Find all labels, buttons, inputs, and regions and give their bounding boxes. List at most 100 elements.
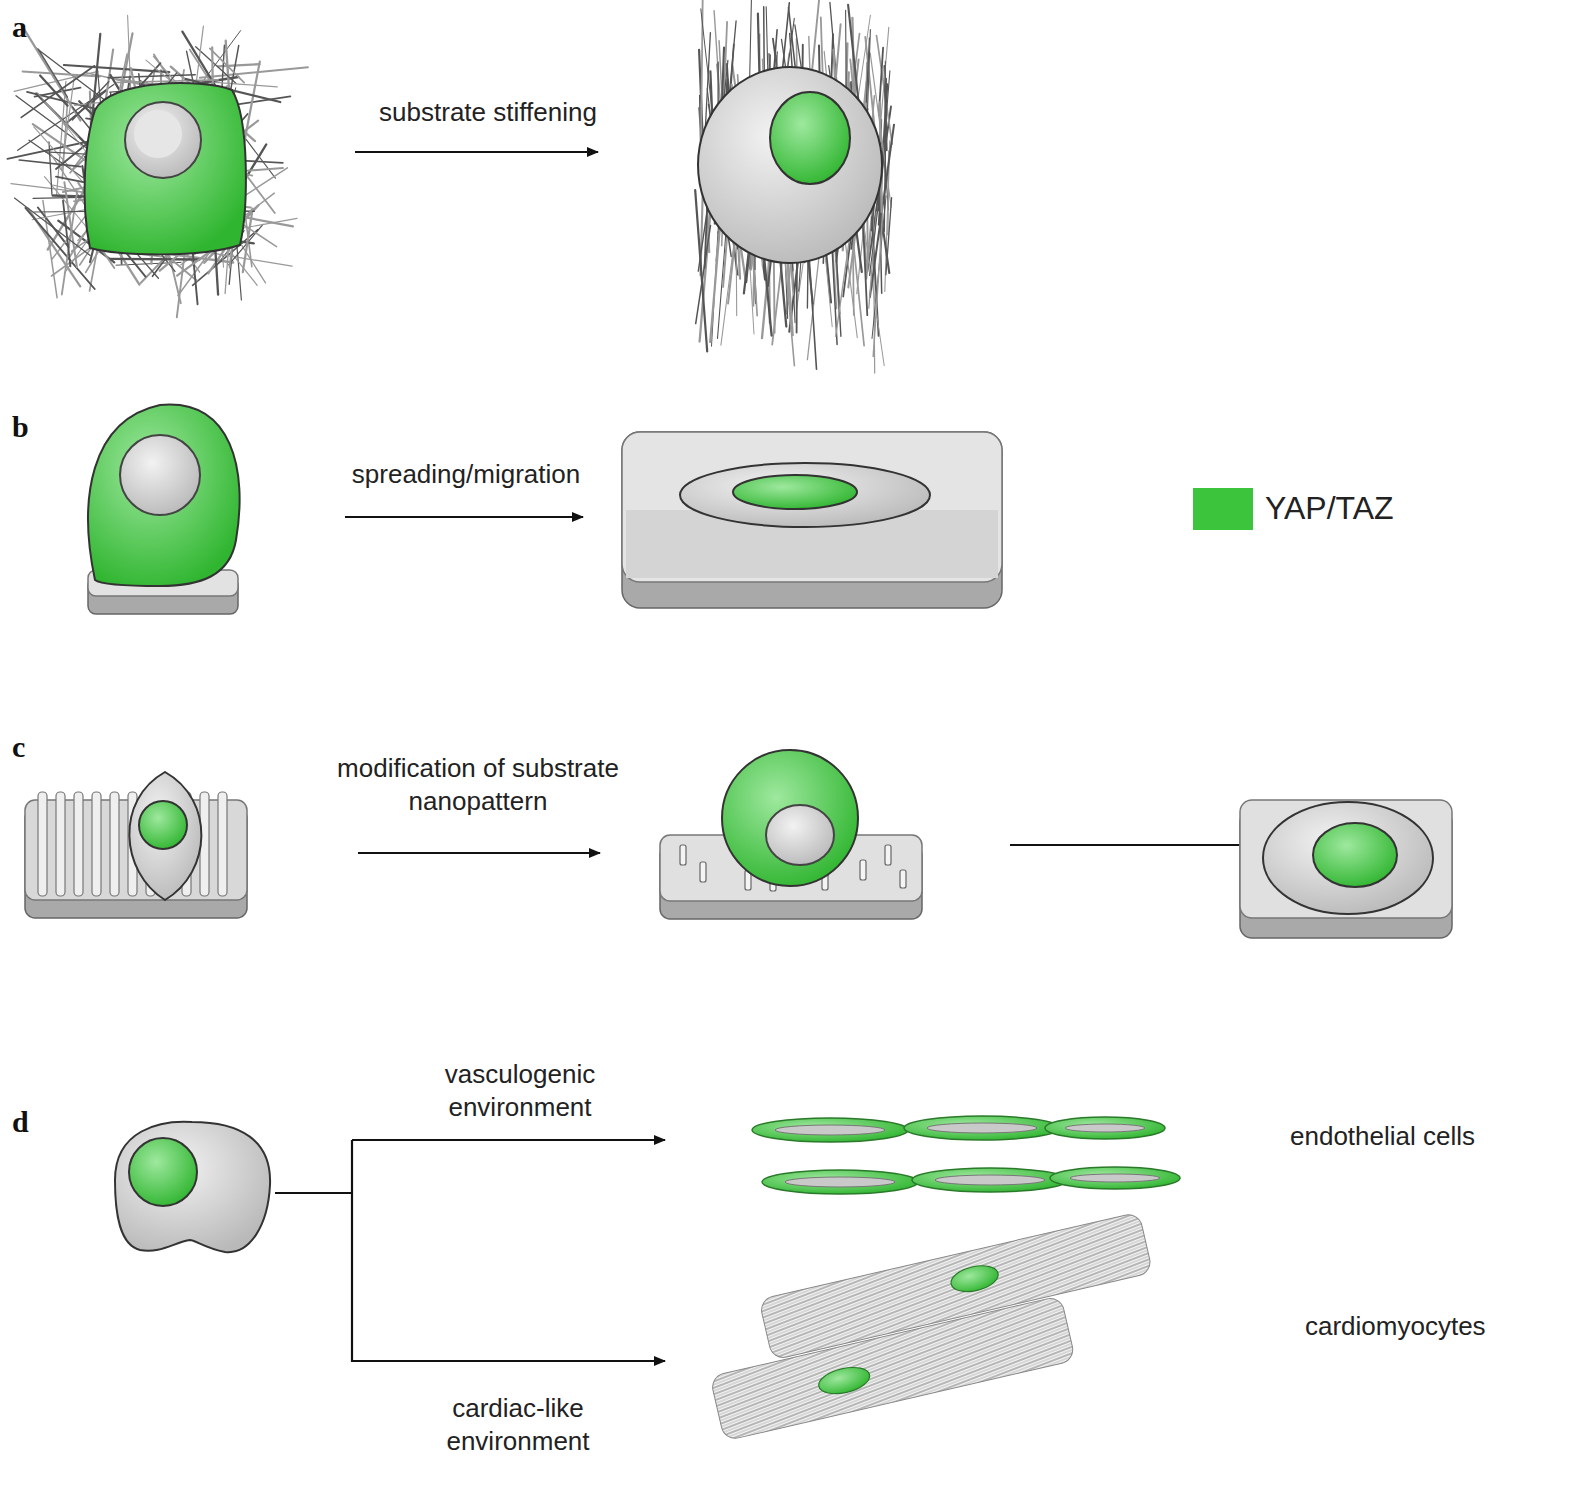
arrow-label: modification of substrate nanopattern <box>328 752 628 817</box>
illustration-part <box>40 76 68 106</box>
illustration-part <box>927 1123 1037 1133</box>
illustration-part <box>1070 1174 1160 1182</box>
illustration-part <box>752 1118 908 1142</box>
illustration-part <box>1050 1167 1180 1189</box>
illustration-part <box>22 26 80 120</box>
cell-type-label: endothelial cells <box>1290 1120 1475 1153</box>
legend-text: YAP/TAZ <box>1265 488 1394 528</box>
illustration-part <box>862 211 885 366</box>
illustration-part <box>722 750 858 886</box>
panel-letter: a <box>12 8 27 46</box>
illustration-part <box>129 1138 197 1206</box>
illustration-part <box>56 792 65 896</box>
cell-rounded <box>722 750 858 886</box>
illustration-part <box>900 870 906 888</box>
panel-letter: d <box>12 1103 29 1141</box>
illustration-part <box>1313 823 1397 887</box>
illustration-part <box>358 852 600 854</box>
illustration-part <box>345 516 583 518</box>
illustration-part <box>21 66 94 118</box>
cell-flat <box>1263 802 1433 914</box>
illustration-part <box>74 792 83 896</box>
cell-spread <box>680 463 930 527</box>
illustration-part <box>108 75 195 78</box>
illustration-part <box>109 258 199 261</box>
fiber-mesh <box>7 15 308 317</box>
illustration-part <box>139 801 187 849</box>
cell-type-label: cardiomyocytes <box>1305 1310 1486 1343</box>
illustration-part <box>775 1125 885 1135</box>
cell-round <box>88 405 239 586</box>
illustration-part <box>355 151 598 153</box>
illustration-part <box>351 1140 353 1362</box>
arrow-label: vasculogenic environment <box>415 1058 625 1123</box>
cardiomyocytes <box>695 1212 1168 1441</box>
illustration-part <box>870 204 879 276</box>
illustration-part <box>762 1170 918 1194</box>
illustration-part <box>115 1122 270 1252</box>
illustration-part <box>210 48 244 82</box>
illustration-part <box>1045 1117 1165 1139</box>
illustration-part <box>110 792 119 896</box>
illustration-part <box>912 1168 1068 1192</box>
illustration-part <box>935 1175 1045 1185</box>
illustration-part <box>1263 802 1433 914</box>
cell-aligned <box>129 772 201 900</box>
arrows <box>275 152 1255 1362</box>
illustration-part <box>200 67 308 77</box>
illustration-part <box>62 99 67 179</box>
illustration-part <box>49 142 52 194</box>
illustration-part <box>700 862 706 882</box>
illustration-part <box>215 82 277 87</box>
illustration-part <box>1065 1124 1145 1132</box>
progenitor-cell <box>115 1122 270 1252</box>
illustration-part <box>785 1177 895 1187</box>
illustration-part <box>680 463 930 527</box>
large-substrate <box>622 432 1002 608</box>
cell-soft <box>85 83 246 254</box>
illustration-part <box>275 1192 352 1194</box>
illustration-part <box>696 226 711 324</box>
illustration-part <box>218 64 260 66</box>
illustration-part <box>904 1116 1060 1140</box>
illustration-part <box>134 110 182 158</box>
illustration-part <box>816 1363 872 1398</box>
illustration-part <box>885 845 891 865</box>
illustration-part <box>1240 800 1452 918</box>
arrow-label: cardiac-like environment <box>413 1392 623 1457</box>
illustration-part <box>218 792 227 896</box>
illustration-part <box>844 233 857 337</box>
illustration-part <box>19 160 81 167</box>
illustration-part <box>733 475 857 509</box>
illustration-part <box>15 198 91 256</box>
arrow-label: spreading/migration <box>352 458 580 491</box>
illustration-part <box>622 432 1002 582</box>
illustration-part <box>710 1296 1076 1441</box>
illustration-part <box>680 845 686 865</box>
illustration-part <box>38 792 47 896</box>
illustration-part <box>698 67 882 263</box>
illustration-part <box>1010 844 1255 846</box>
illustration-part <box>766 805 834 865</box>
arrow-label: substrate stiffening <box>379 96 597 129</box>
illustration-part <box>352 1139 665 1141</box>
panel-letter: b <box>12 408 29 446</box>
illustration-part <box>775 1123 1160 1187</box>
illustration-part <box>695 190 707 351</box>
fiber-mesh-stiff <box>695 0 894 373</box>
illustration-part <box>125 102 201 178</box>
illustration-part <box>352 1360 665 1362</box>
illustration-part <box>770 92 850 184</box>
illustration-part <box>622 432 1002 608</box>
illustration-part <box>886 198 892 275</box>
illustration-part <box>25 208 94 289</box>
illustration-part <box>85 83 246 254</box>
illustration-part <box>63 201 70 267</box>
illustration-part <box>860 860 866 880</box>
illustration-part <box>88 405 239 586</box>
endothelial-cells <box>752 1116 1180 1194</box>
cell-stiff <box>698 67 882 263</box>
illustration-part <box>92 792 101 896</box>
